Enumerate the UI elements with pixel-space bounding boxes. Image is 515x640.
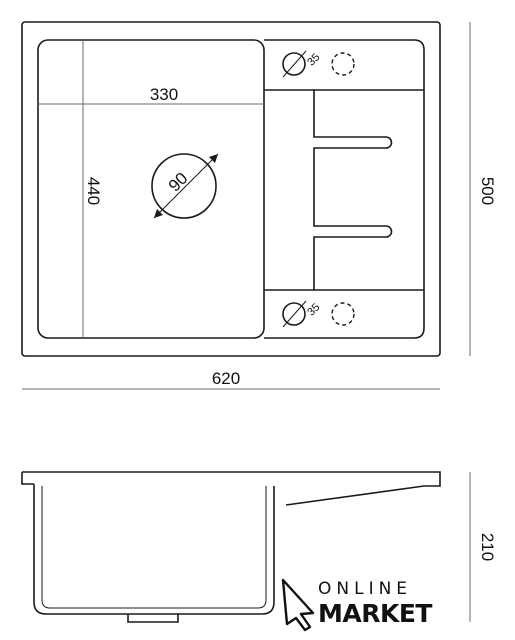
bowl-outline <box>37 39 265 339</box>
drain-hole <box>151 153 217 219</box>
top-view: 330 440 90 35 35 620 500 <box>21 21 497 390</box>
bowl-body-inner <box>41 486 267 609</box>
rim-profile <box>22 471 441 506</box>
drain-arrow-bottom <box>154 209 163 218</box>
tap-hole-top <box>282 52 306 76</box>
overall-depth-label: 500 <box>478 177 497 205</box>
overall-width-label: 620 <box>212 369 240 388</box>
bowl-width-label: 330 <box>150 85 178 104</box>
rim-left-edge <box>21 472 34 485</box>
logo-line-online: ONLINE <box>318 579 412 599</box>
tap-hole-bottom-diameter-line <box>282 300 307 328</box>
drain-spigot <box>127 614 179 623</box>
drain-rib-upper <box>313 90 393 290</box>
drainboard-outline <box>264 39 425 339</box>
tap-hole-bottom-label: 35 <box>305 301 322 318</box>
cursor-arrow-icon <box>281 578 315 632</box>
drain-diameter-line <box>153 153 219 219</box>
bowl-body-outer <box>33 484 275 615</box>
tap-hole-bottom <box>282 302 306 326</box>
online-market-logo: ONLINE MARKET <box>281 578 433 632</box>
tap-hole-bottom-optional <box>331 302 355 326</box>
logo-line-market: MARKET <box>318 599 432 628</box>
bowl-height-label: 440 <box>84 177 103 205</box>
sink-outer-outline <box>21 21 441 357</box>
tap-hole-top-optional <box>331 52 355 76</box>
side-view: 210 <box>21 471 497 623</box>
drain-arrow-top <box>209 154 218 163</box>
bowl-depth-label: 210 <box>478 533 497 561</box>
tap-hole-top-label: 35 <box>305 51 322 68</box>
tap-hole-top-diameter-line <box>282 50 307 78</box>
drain-diameter-label: 90 <box>165 169 192 196</box>
